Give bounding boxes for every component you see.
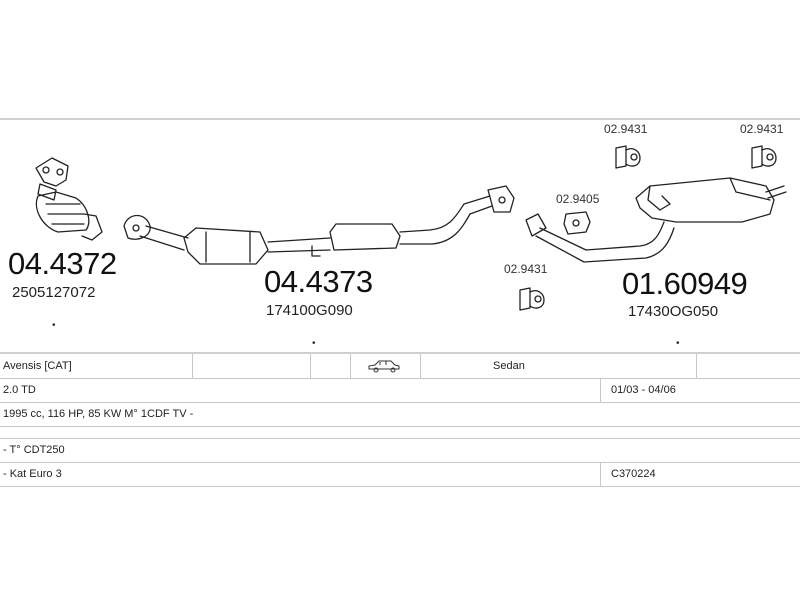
car-icon — [364, 354, 404, 378]
vehicle-model: Avensis [CAT] — [3, 360, 72, 372]
vehicle-row-spec: 1995 cc, 116 HP, 85 KW M° 1CDF TV - — [0, 402, 800, 427]
mount-code-d[interactable]: 02.9431 — [504, 262, 548, 276]
top-border — [0, 118, 800, 120]
rear-silencer-drawing — [525, 177, 787, 263]
vehicle-row-type: - T° CDT250 — [0, 438, 800, 463]
vehicle-period: 01/03 - 04/06 — [611, 384, 676, 396]
mount-code-c[interactable]: 02.9405 — [556, 192, 600, 206]
mount-code-a[interactable]: 02.9431 — [604, 122, 648, 136]
part-code-01-60949[interactable]: 01.60949 — [622, 266, 748, 301]
vehicle-spec: 1995 cc, 116 HP, 85 KW M° 1CDF TV - — [3, 408, 194, 420]
vehicle-row-model: Avensis [CAT] Sedan — [0, 354, 800, 379]
vehicle-norm: - Kat Euro 3 — [3, 468, 62, 480]
mount-drawing-d — [519, 287, 545, 311]
exhaust-diagram — [35, 145, 787, 311]
marker-dot-p2: • — [312, 338, 316, 349]
vehicle-row-norm: - Kat Euro 3 C370224 — [0, 462, 800, 487]
vehicle-row-blank — [0, 426, 800, 439]
oem-number-p3: 17430OG050 — [628, 303, 719, 320]
vehicle-row-engine: 2.0 TD 01/03 - 04/06 — [0, 378, 800, 403]
mount-code-b[interactable]: 02.9431 — [740, 122, 784, 136]
part-code-04-4373[interactable]: 04.4373 — [264, 264, 373, 299]
table-top-border — [0, 352, 800, 354]
vehicle-type: - T° CDT250 — [3, 444, 65, 456]
part-code-04-4372[interactable]: 04.4372 — [8, 246, 117, 281]
mount-drawing-c — [563, 211, 591, 235]
oem-number-p2: 174100G090 — [266, 302, 353, 319]
front-pipe-drawing — [123, 185, 515, 265]
vehicle-body-type: Sedan — [493, 360, 525, 372]
marker-dot-p3: • — [676, 338, 680, 349]
manifold-catalyst-drawing — [35, 157, 103, 241]
vehicle-engine: 2.0 TD — [3, 384, 36, 396]
marker-dot-p1: • — [52, 320, 56, 331]
oem-number-p1: 2505127072 — [12, 284, 96, 301]
mount-drawing-b — [751, 145, 777, 169]
mount-drawing-a — [615, 145, 641, 169]
vehicle-code[interactable]: C370224 — [611, 468, 656, 480]
